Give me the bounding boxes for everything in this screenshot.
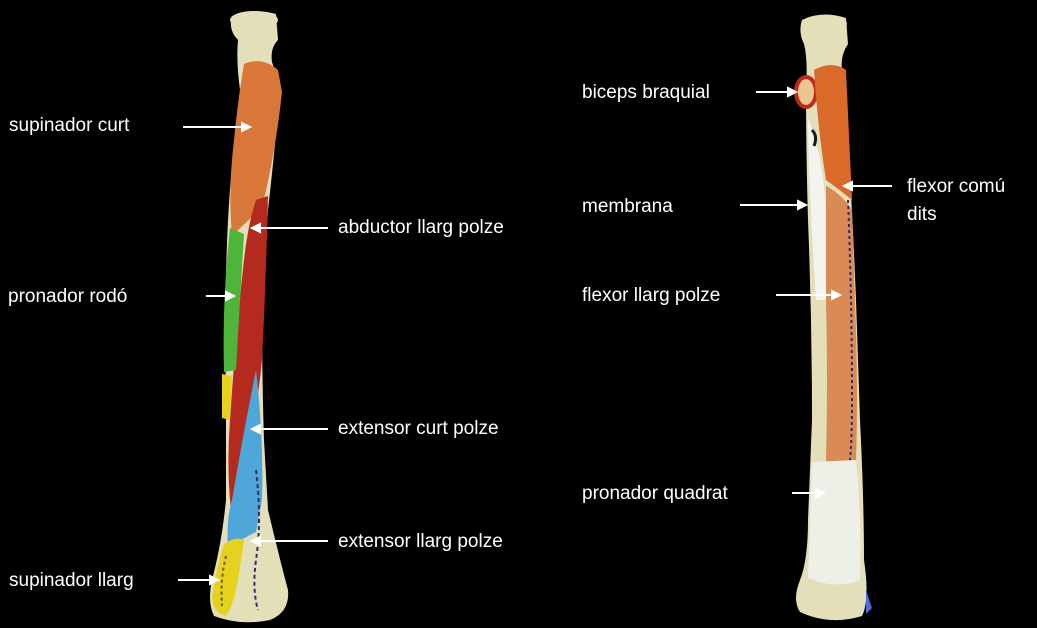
label-flexor-comu-dits-line2: dits: [907, 203, 937, 226]
label-membrana: membrana: [582, 195, 673, 218]
label-supinador-llarg: supinador llarg: [9, 569, 134, 592]
right-pronador-quadrat-region: [808, 460, 861, 585]
label-extensor-curt-polze: extensor curt polze: [338, 417, 499, 440]
right-bone-head: [801, 15, 847, 33]
left-radius-bone: [210, 11, 288, 622]
label-pronador-quadrat: pronador quadrat: [582, 482, 728, 505]
label-supinador-curt: supinador curt: [9, 114, 129, 137]
arrowhead-membrana: [798, 201, 806, 209]
label-flexor-llarg-polze: flexor llarg polze: [582, 284, 720, 307]
arrows: [178, 88, 892, 584]
label-abductor-llarg-polze: abductor llarg polze: [338, 216, 504, 239]
right-biceps-region: [796, 77, 816, 107]
right-flexor-llarg-region: [826, 186, 857, 462]
label-flexor-comu-dits-line1: flexor comú: [907, 175, 1005, 198]
right-blue-tip: [866, 590, 872, 614]
label-pronador-rodo: pronador rodó: [8, 285, 127, 308]
label-biceps-braquial: biceps braquial: [582, 81, 710, 104]
left-bone-head: [230, 11, 278, 29]
label-extensor-llarg-polze: extensor llarg polze: [338, 530, 503, 553]
right-radius-bone: [796, 14, 872, 620]
